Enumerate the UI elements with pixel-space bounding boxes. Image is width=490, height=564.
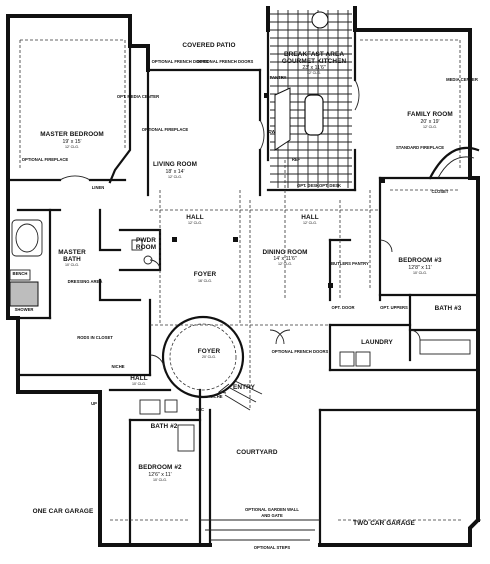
bath3-tub	[419, 339, 471, 355]
bedroom3-clg: 10' CLG.	[412, 271, 428, 275]
shower-label: SHOWER	[14, 307, 34, 312]
opt-media-center: OPT. MEDIA CENTER	[116, 94, 160, 99]
master-bath-clg: 10' CLG.	[64, 263, 80, 267]
ref-label: REF	[291, 157, 301, 162]
breakfast-clg: 12' CLG.	[306, 71, 322, 75]
fireplace-curve	[428, 146, 480, 180]
opt-door-label: OPT. DOOR	[331, 305, 355, 310]
bedroom2-clg: 10' CLG.	[152, 478, 168, 482]
door-swings	[59, 79, 421, 370]
rotunda	[161, 315, 245, 399]
living-room-label: LIVING ROOM	[152, 161, 198, 168]
entry-arrow	[217, 383, 230, 394]
closet-label: CLOSET	[431, 189, 449, 194]
dining-room-clg: 12' CLG.	[277, 262, 293, 266]
bench-label: BENCH	[12, 271, 28, 276]
dressing-area-label: DRESSING AREA	[67, 279, 103, 284]
dining-room-size: 14' x 11'6"	[273, 256, 297, 262]
one-car-garage-label: ONE CAR GARAGE	[32, 508, 94, 515]
rods-in-closet-label: RODS IN CLOSET	[77, 335, 113, 340]
opt-french-doors-a: OPTIONAL FRENCH DOORS	[151, 59, 209, 64]
pwdr-label-2: ROOM	[135, 244, 157, 251]
bath3-label: BATH #3	[434, 305, 462, 312]
family-room-clg: 12' CLG.	[422, 125, 438, 129]
courtyard-label: COURTYARD	[236, 449, 278, 456]
opt-garden-wall-label: OPTIONAL GARDEN WALL	[245, 507, 299, 512]
bedroom3-label: BEDROOM #3	[398, 257, 442, 264]
bathtub	[11, 219, 43, 257]
columns	[172, 93, 385, 288]
hall-3-label: HALL	[130, 375, 148, 382]
wic-label: WIC	[195, 407, 205, 412]
hall-2-label: HALL	[301, 214, 319, 221]
pwdr-label: PWDR	[136, 237, 156, 244]
opt-uppers-label: OPT. UPPERS	[380, 305, 408, 310]
master-bedroom-clg: 12' CLG.	[64, 145, 80, 149]
master-bath-label-2: BATH	[63, 256, 81, 263]
butlers-pantry-label: BUTLERS PANTRY	[331, 261, 369, 266]
family-room-size: 20' x 19'	[420, 119, 440, 125]
opt-french-doors-b: OPTIONAL FRENCH DOORS	[196, 59, 254, 64]
exterior-walls	[6, 6, 481, 547]
breakfast-table	[311, 11, 329, 29]
opt-french-doors-c: OPTIONAL FRENCH DOORS	[271, 349, 329, 354]
niche-label: NICHE	[111, 364, 125, 369]
opt-desk-label: OPT. DESK	[296, 183, 320, 188]
opt-fireplace-living: OPTIONAL FIREPLACE	[141, 127, 189, 132]
standard-fireplace: STANDARD FIREPLACE	[395, 145, 445, 150]
bedroom2-size: 12'6" x 11'	[148, 472, 172, 478]
entry-label: ENTRY	[233, 384, 255, 391]
hall-2-clg: 12' CLG.	[302, 221, 318, 225]
hall-3-clg: 10' CLG.	[131, 382, 147, 386]
kitchen-island	[304, 94, 324, 136]
opt-desk-label-2: OPT. DESK	[318, 183, 342, 188]
entry-steps	[200, 380, 320, 541]
two-car-garage-label: TWO CAR GARAGE	[353, 520, 415, 527]
optional-steps-label: OPTIONAL STEPS	[253, 545, 291, 550]
hall-1-clg: 12' CLG.	[187, 221, 203, 225]
ceiling-lines	[19, 39, 461, 410]
interior-walls	[6, 28, 480, 547]
kitchen-label: GOURMET KITCHEN	[281, 58, 347, 65]
and-gate-label: AND GATE	[261, 513, 283, 518]
laundry-label: LAUNDRY	[361, 339, 393, 346]
breakfast-size: 23' x 11'6"	[302, 65, 326, 71]
breakfast-label: BREAKFAST AREA	[283, 51, 345, 58]
opt-fireplace-master: OPTIONAL FIREPLACE	[21, 157, 69, 162]
bath2-label: BATH #2	[150, 423, 178, 430]
up-label: UP	[91, 401, 97, 406]
master-bedroom-label: MASTER BEDROOM	[40, 131, 104, 138]
rotunda-foyer-label: FOYER	[197, 348, 221, 355]
master-bath-label: MASTER	[58, 249, 86, 256]
covered-patio-label: COVERED PATIO	[182, 42, 236, 49]
bedroom2-label: BEDROOM #2	[138, 464, 182, 471]
dw-label: DW	[268, 129, 276, 134]
bench	[9, 269, 31, 281]
linen-label: LINEN	[91, 185, 105, 190]
rotunda-foyer-clg: 20' CLG.	[201, 355, 217, 359]
living-room-clg: 12' CLG.	[167, 175, 183, 179]
family-room-label: FAMILY ROOM	[407, 111, 453, 118]
pantry-label: PANTRY	[269, 75, 287, 80]
master-bedroom-size: 19' x 15'	[62, 139, 82, 145]
foyer-clg: 16' CLG.	[197, 279, 213, 283]
dining-room-label: DINING ROOM	[262, 249, 308, 256]
foyer-label: FOYER	[193, 271, 217, 278]
niche-label-2: NICHE	[209, 394, 223, 399]
shower	[9, 281, 39, 307]
hall-1-label: HALL	[186, 214, 204, 221]
media-center: MEDIA CENTER	[446, 77, 478, 82]
bedroom3-size: 12'8" x 11'	[408, 265, 432, 271]
living-room-size: 18' x 14'	[165, 169, 185, 175]
